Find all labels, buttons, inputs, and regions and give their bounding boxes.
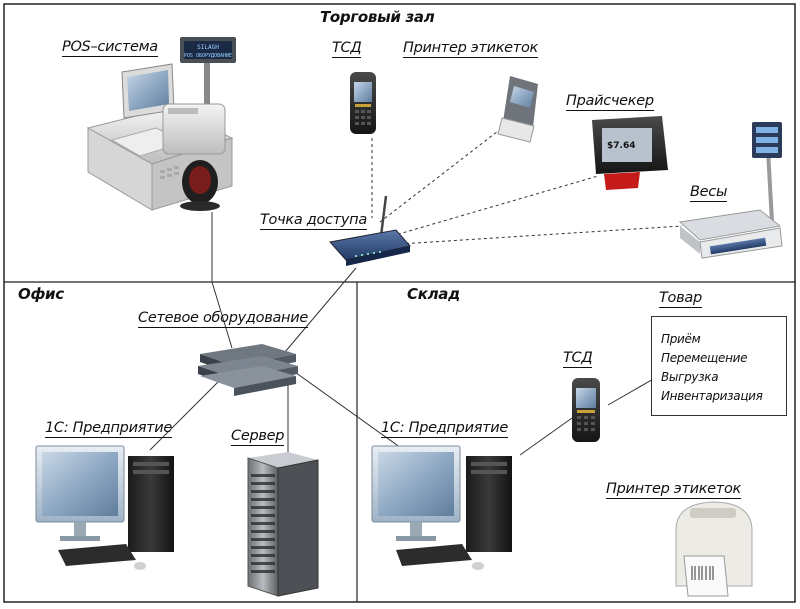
- access-point-image: [329, 195, 411, 266]
- office-pc-image: [35, 445, 174, 570]
- link-switch-to-warehouse-pc: [291, 369, 416, 459]
- pos-display-text: SILAGH: [197, 44, 219, 51]
- label-goods: Товар: [659, 290, 702, 308]
- zone-title-sales-floor: Торговый зал: [320, 8, 435, 26]
- link-warehouse-pc-to-tsd: [519, 417, 573, 456]
- label-erp-warehouse: 1С: Предприятие: [381, 420, 509, 438]
- label-printer-top-image: [497, 76, 538, 143]
- label-access-point: Точка доступа: [260, 212, 367, 230]
- goods-operations-box: Приём Перемещение Выгрузка Инвентаризаци…: [651, 316, 787, 416]
- wireless-link-price-checker: [391, 175, 599, 237]
- zone-title-warehouse: Склад: [407, 285, 460, 303]
- server-image: [247, 452, 319, 597]
- price-checker-image: $7.64: [592, 116, 668, 190]
- label-pos-system: POS–система: [62, 39, 158, 57]
- label-price-checker: Прайсчекер: [566, 93, 654, 111]
- price-checker-price-text: $7.64: [607, 141, 635, 151]
- warehouse-pc-image: [371, 445, 512, 570]
- tsd-top-image: [350, 72, 376, 134]
- link-pos-to-switch: [211, 281, 233, 349]
- label-printer-bottom-image: [675, 501, 753, 597]
- wireless-link-scales: [399, 225, 683, 245]
- scales-image: [678, 122, 783, 259]
- label-erp-office: 1С: Предприятие: [45, 420, 173, 438]
- network-switch-image: [198, 344, 298, 396]
- label-label-printer-bottom: Принтер этикеток: [606, 481, 741, 499]
- goods-operation-item: Перемещение: [661, 351, 748, 365]
- wireless-link-label-printer: [379, 127, 503, 223]
- label-scales: Весы: [690, 184, 728, 202]
- outer-frame: [3, 3, 796, 603]
- pos-system-image: SILAGH POS ОБОРУДОВАНИЕ: [86, 37, 236, 211]
- label-tsd-warehouse: ТСД: [563, 350, 593, 368]
- goods-operation-item: Выгрузка: [661, 370, 719, 384]
- label-tsd-top: ТСД: [332, 40, 362, 58]
- wireless-links: [371, 127, 683, 245]
- label-network-equipment: Сетевое оборудование: [138, 310, 308, 328]
- link-switch-to-office-pc: [149, 377, 223, 451]
- pos-display-text: POS ОБОРУДОВАНИЕ: [184, 53, 232, 59]
- label-label-printer-top: Принтер этикеток: [403, 40, 538, 58]
- zone-title-office: Офис: [18, 285, 64, 303]
- tsd-warehouse-image: [572, 378, 600, 442]
- label-server: Сервер: [231, 428, 285, 446]
- goods-operation-item: Приём: [661, 332, 701, 346]
- link-access-point-to-switch: [284, 267, 357, 353]
- link-tsd-to-goods: [607, 377, 656, 406]
- goods-operation-item: Инвентаризация: [661, 389, 763, 403]
